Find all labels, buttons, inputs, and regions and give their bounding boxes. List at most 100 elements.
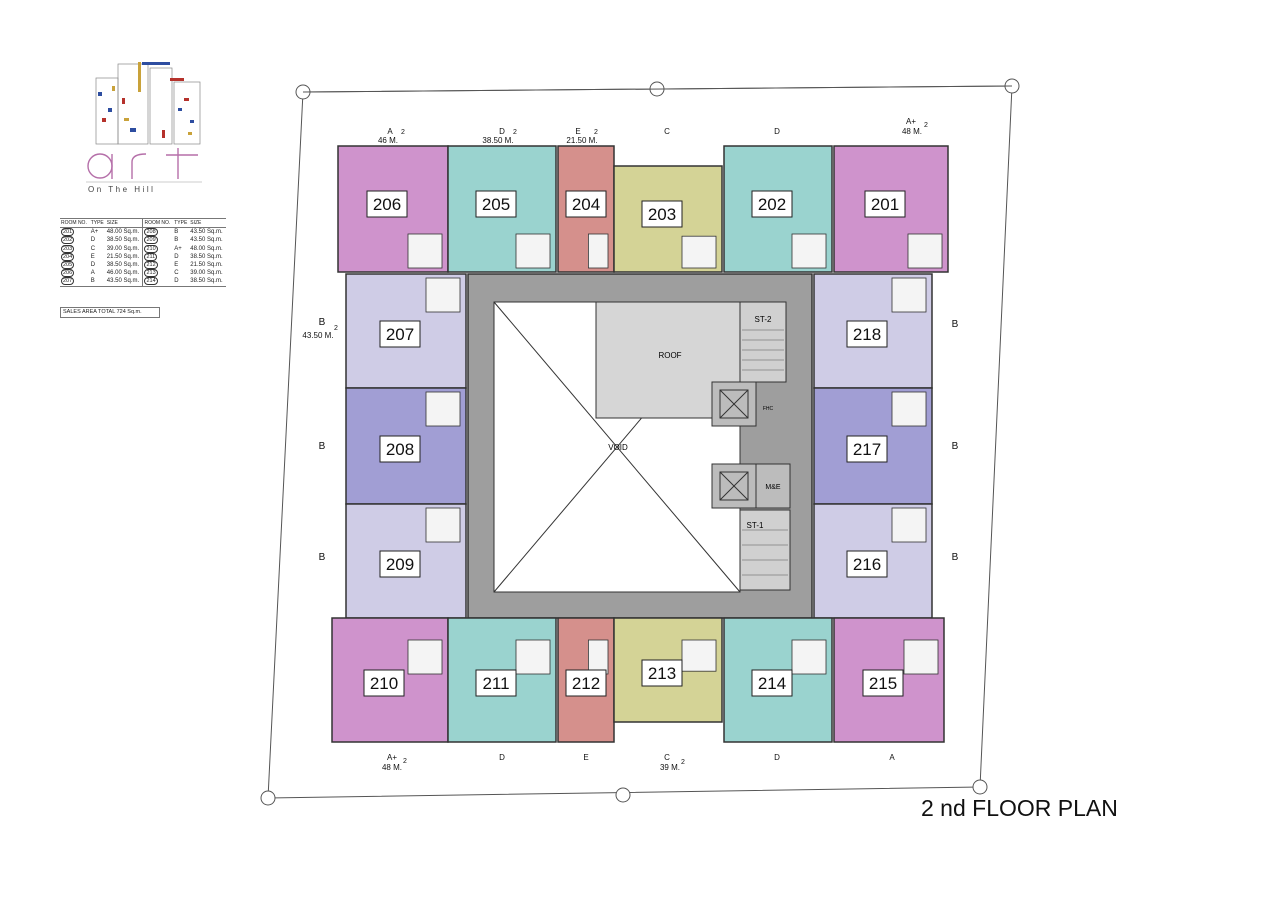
legend-r-type: B	[174, 229, 179, 236]
unit-label-box	[379, 550, 421, 578]
unit-number: 202	[758, 195, 786, 214]
unit-label-box	[641, 200, 683, 228]
unit-201[interactable]: 201	[833, 145, 949, 273]
legend-r-type: A+	[174, 245, 182, 252]
void-label: VOID	[608, 443, 628, 452]
unit-215[interactable]: 215	[833, 617, 945, 743]
unit-label-box	[641, 659, 683, 687]
area-205: 38.50 M.	[482, 136, 513, 145]
art-on-the-hill-logo	[86, 62, 202, 183]
type-218: B	[952, 319, 959, 330]
sq-201: 2	[924, 122, 928, 129]
area-204: 21.50 M.	[566, 136, 597, 145]
bathroom	[891, 391, 927, 427]
area-213: 39 M.	[660, 763, 680, 772]
type-211: D	[499, 753, 505, 762]
unit-218[interactable]: 218	[813, 273, 933, 389]
fhc-label: FHC	[763, 406, 774, 412]
legend-r-room: 208	[144, 228, 158, 237]
legend-l-type: A	[90, 270, 95, 277]
legend-l-type: A+	[90, 229, 99, 236]
unit-207[interactable]: 207	[345, 273, 467, 389]
unit-217[interactable]: 217	[813, 387, 933, 505]
type-205: D	[499, 127, 505, 136]
unit-number: 203	[648, 205, 676, 224]
bathroom	[791, 639, 827, 675]
legend-l-type: E	[90, 253, 95, 260]
unit-210[interactable]: 210	[331, 617, 449, 743]
legend-r-room: 212	[144, 261, 158, 270]
unit-number: 210	[370, 674, 398, 693]
legend-header-room-2: ROOM NO.	[142, 218, 174, 229]
legend-l-size: 48.00 Sq.m.	[106, 229, 140, 236]
sales-area-total: SALES AREA TOTAL 724 Sq.m.	[60, 307, 160, 318]
legend-header-type-2: TYPE	[173, 218, 190, 229]
legend-r-size: 38.50 Sq.m.	[190, 278, 223, 285]
type-217: B	[952, 441, 959, 452]
unit-205[interactable]: 205	[447, 145, 557, 273]
legend-r-room: 209	[144, 236, 158, 245]
legend-r-size: 39.00 Sq.m.	[190, 270, 223, 277]
bathroom	[681, 639, 717, 672]
unit-label-box	[475, 669, 517, 697]
type-208: B	[319, 441, 326, 452]
legend-header-room: ROOM NO.	[60, 218, 90, 229]
legend-l-room: 201	[61, 228, 75, 237]
unit-208[interactable]: 208	[345, 387, 467, 505]
legend-l-room: 207	[61, 277, 75, 286]
me-room	[755, 463, 791, 509]
legend-l-type: B	[90, 278, 95, 285]
unit-216[interactable]: 216	[813, 503, 933, 619]
unit-214[interactable]: 214	[723, 617, 833, 743]
legend-r-room: 214	[144, 277, 158, 286]
sq-205: 2	[513, 129, 517, 136]
unit-label-box	[565, 190, 607, 218]
type-215: A	[889, 753, 895, 762]
unit-number: 214	[758, 674, 786, 693]
type-209: B	[319, 552, 326, 563]
type-204: E	[575, 127, 580, 136]
bathroom	[891, 507, 927, 543]
bathroom	[407, 233, 443, 269]
legend-r-room: 210	[144, 244, 158, 253]
legend-l-room: 203	[61, 244, 75, 253]
unit-label-box	[751, 190, 793, 218]
unit-212[interactable]: 212	[557, 617, 615, 743]
unit-number: 218	[853, 325, 881, 344]
type-206: A	[387, 127, 393, 136]
bathroom	[791, 233, 827, 269]
unit-211[interactable]: 211	[447, 617, 557, 743]
unit-203[interactable]: 203	[613, 165, 723, 273]
legend-l-room: 204	[61, 252, 75, 261]
legend-l-type: D	[90, 262, 96, 269]
unit-label-box	[379, 435, 421, 463]
unit-number: 213	[648, 664, 676, 683]
bathroom	[425, 391, 461, 427]
legend-r-type: B	[174, 237, 179, 244]
type-207: B	[319, 317, 326, 328]
unit-number: 204	[572, 195, 600, 214]
room-size-legend: ROOM NO. TYPE SIZE ROOM NO. TYPE SIZE 20…	[60, 218, 226, 287]
roof-label: ROOF	[658, 351, 681, 360]
legend-r-room: 211	[144, 252, 158, 261]
unit-204[interactable]: 204	[557, 145, 615, 273]
legend-l-size: 46.00 Sq.m.	[106, 270, 140, 277]
legend-r-type: E	[174, 262, 179, 269]
legend-l-size: 43.50 Sq.m.	[106, 278, 140, 285]
unit-213[interactable]: 213	[613, 617, 723, 723]
unit-206[interactable]: 206	[337, 145, 449, 273]
legend-r-room: 213	[144, 269, 158, 278]
bathroom	[891, 277, 927, 313]
bathroom	[903, 639, 939, 675]
unit-209[interactable]: 209	[345, 503, 467, 619]
legend-l-type: C	[90, 245, 96, 252]
unit-202[interactable]: 202	[723, 145, 833, 273]
type-202: D	[774, 127, 780, 136]
unit-label-box	[565, 669, 607, 697]
st2-label: ST-2	[755, 315, 772, 324]
